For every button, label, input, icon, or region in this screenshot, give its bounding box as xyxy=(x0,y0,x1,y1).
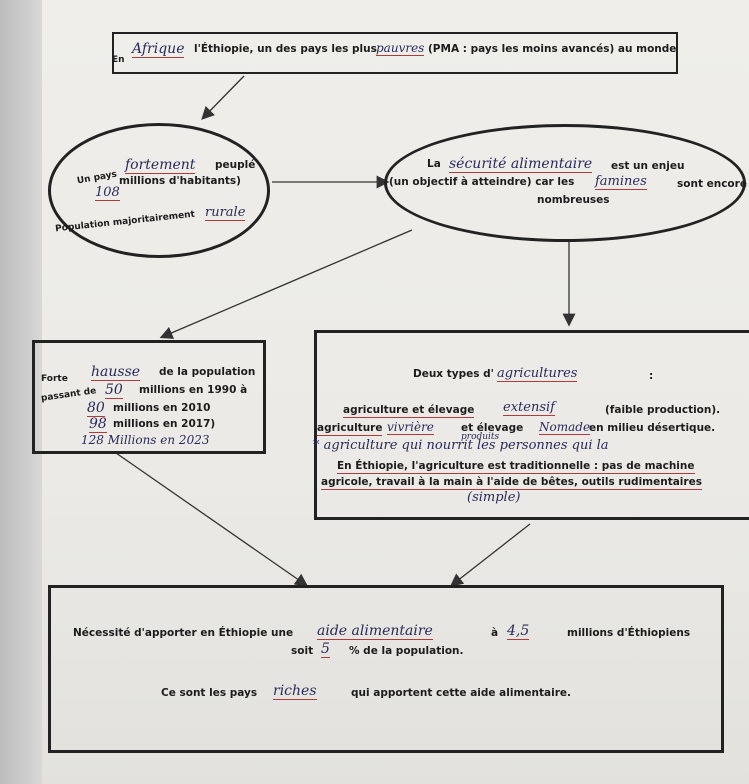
agri-heading-prefix: Deux types d' xyxy=(413,368,494,380)
agri-hw-agriculture: agricultures xyxy=(497,366,578,383)
bottom-line3-suffix: qui apportent cette aide alimentaire. xyxy=(351,687,571,699)
title-prefix: En xyxy=(112,55,125,65)
growth-hw-50: 50 xyxy=(105,382,123,400)
agri-hw-nomade: Nomade xyxy=(539,420,591,436)
agri-line1-suffix: (faible production). xyxy=(605,404,721,416)
agri-hw-note-top: produits xyxy=(461,432,500,442)
agri-line2-prefix: agriculture xyxy=(317,422,383,436)
arrow-right-to-growth xyxy=(159,229,413,339)
left-line2-suffix: millions d'habitants) xyxy=(119,175,241,187)
agri-line2-mid: et élevage xyxy=(461,422,524,434)
growth-line1-prefix: Forte xyxy=(41,374,68,384)
bottom-line2-suffix: % de la population. xyxy=(349,645,464,657)
growth-hw-80: 80 xyxy=(87,400,105,418)
agri-hw-vivriere: vivrière xyxy=(387,420,434,436)
growth-hw-increase: hausse xyxy=(91,364,141,382)
right-hw-famines: famines xyxy=(595,174,647,191)
arrow-agri-to-bottom xyxy=(449,523,531,587)
bottom-line3-prefix: Ce sont les pays xyxy=(161,687,258,699)
agriculture-box: Deux types d' agricultures : agriculture… xyxy=(313,330,749,520)
growth-line2-suffix: millions en 1990 à xyxy=(139,384,248,396)
agri-line1-prefix: agriculture et élevage xyxy=(343,404,475,418)
title-hw-continent: Afrique xyxy=(132,41,185,59)
title-text-2: (PMA : pays les moins avancés) au monde xyxy=(428,43,677,55)
title-hw-poor: pauvres xyxy=(376,41,425,57)
arrow-title-to-left xyxy=(201,75,245,120)
bottom-line1-prefix: Nécessité d'apporter en Éthiopie une xyxy=(73,627,294,639)
right-line2-suffix: sont encore xyxy=(677,178,747,190)
arrow-growth-to-bottom xyxy=(115,452,309,587)
right-line1-prefix: La xyxy=(427,158,441,170)
food-security-ellipse: La sécurité alimentaire est un enjeu (un… xyxy=(384,124,747,242)
bottom-hw-45: 4,5 xyxy=(507,623,530,641)
bottom-hw-rich: riches xyxy=(273,683,317,701)
growth-hw-98: 98 xyxy=(89,416,107,434)
agri-line4: agricole, travail à la main à l'aide de … xyxy=(321,476,702,490)
growth-line1-suffix: de la population xyxy=(159,366,256,378)
growth-line4-suffix: millions en 2017) xyxy=(113,418,216,430)
population-growth-box: Forte hausse de la population passant de… xyxy=(32,340,266,454)
agri-heading-suffix: : xyxy=(649,370,654,382)
bottom-hw-5: 5 xyxy=(321,641,330,659)
title-box: En Afrique l'Éthiopie, un des pays les p… xyxy=(112,32,678,74)
growth-line3-suffix: millions en 2010 xyxy=(113,402,211,414)
left-hw-densely: fortement xyxy=(125,157,196,175)
agri-hw-note: * agriculture qui nourrit les personnes … xyxy=(313,438,609,453)
title-text-1: l'Éthiopie, un des pays les plus xyxy=(194,43,377,55)
right-line2-prefix: (un objectif à atteindre) car les xyxy=(389,176,575,188)
bottom-line1-mid: à xyxy=(491,627,499,639)
growth-hw-extra: 128 Millions en 2023 xyxy=(81,433,210,447)
agri-hw-extensive: extensif xyxy=(503,400,555,417)
bottom-line2-prefix: soit xyxy=(291,645,314,657)
agri-line3: En Éthiopie, l'agriculture est tradition… xyxy=(337,460,695,474)
bottom-line1-suffix: millions d'Éthiopiens xyxy=(567,627,691,639)
agri-line2-suffix: en milieu désertique. xyxy=(589,422,716,434)
left-hw-rural: rurale xyxy=(205,205,246,222)
agri-hw-simple: (simple) xyxy=(467,490,521,505)
food-aid-box: Nécessité d'apporter en Éthiopie une aid… xyxy=(48,585,724,753)
left-line1-suffix: peuplé xyxy=(215,159,256,171)
right-hw-security: sécurité alimentaire xyxy=(449,156,593,174)
left-line3-prefix: Population majoritairement xyxy=(54,209,196,235)
right-line1-suffix: est un enjeu xyxy=(611,160,685,172)
population-ellipse: Un pays fortement peuplé 108 millions d'… xyxy=(48,123,270,258)
left-hw-population: 108 xyxy=(95,185,120,202)
bottom-hw-aid: aide alimentaire xyxy=(317,623,433,641)
right-line3: nombreuses xyxy=(537,194,610,206)
